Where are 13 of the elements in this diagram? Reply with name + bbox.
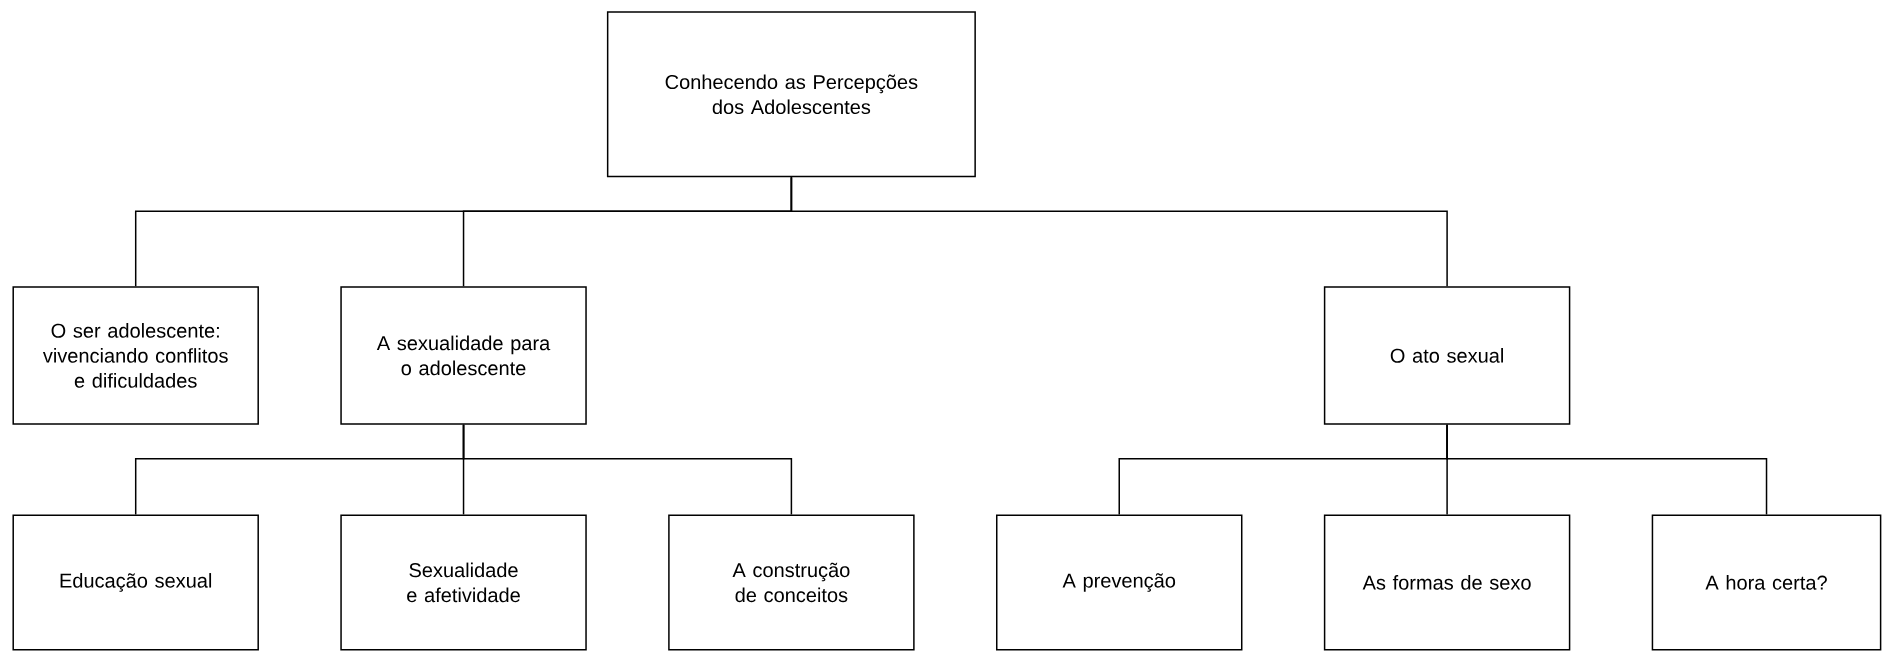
box: A construção de conceitos (668, 514, 915, 651)
box: A sexualidade para o adolescente (340, 286, 587, 425)
box: A prevenção (996, 514, 1243, 651)
connector (462, 423, 793, 516)
box: Conhecendo as Percepções dos Adolescentes (606, 11, 976, 178)
box: O ato sexual (1323, 286, 1571, 425)
box: O ser adolescente: vivenciando conflitos e dificuldades (12, 286, 259, 425)
box: Sexualidade e afetividade (340, 514, 587, 651)
connector (1446, 423, 1768, 516)
box: A hora certa? (1651, 514, 1882, 651)
box: Educação sexual (12, 514, 259, 651)
connector (790, 176, 1448, 287)
box: As formas de sexo (1323, 514, 1571, 651)
